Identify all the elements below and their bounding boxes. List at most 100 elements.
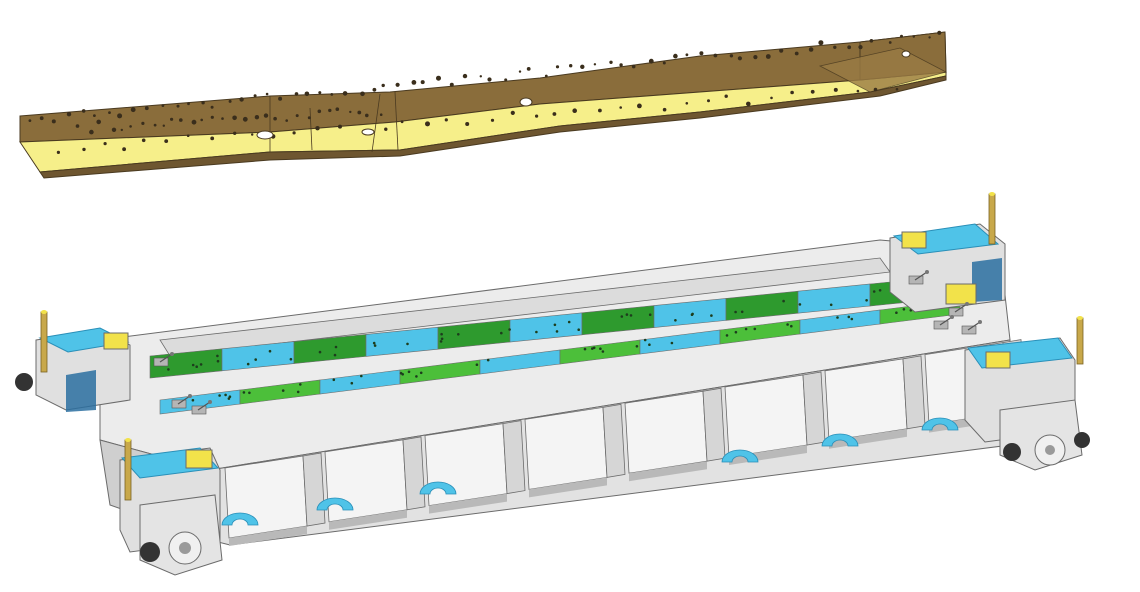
cutout-half-circle bbox=[419, 481, 457, 495]
rib-ledge bbox=[229, 526, 307, 546]
rail-hole bbox=[510, 110, 515, 115]
locating-pins bbox=[40, 192, 1084, 501]
cutout-half-circle bbox=[316, 497, 354, 511]
toggle-clamp bbox=[171, 394, 192, 409]
locating-pin bbox=[988, 193, 996, 245]
rail-hole bbox=[593, 63, 597, 66]
strip-hole bbox=[555, 330, 559, 333]
rail-hole bbox=[729, 54, 734, 58]
rail-hole bbox=[328, 108, 332, 113]
strip-hole bbox=[216, 359, 220, 363]
strip-hole bbox=[486, 358, 490, 362]
rib-ledge bbox=[629, 461, 707, 482]
cutout-half-circle bbox=[221, 512, 259, 526]
strip-hole bbox=[199, 363, 203, 366]
strip-hole bbox=[583, 347, 587, 351]
rail-hole bbox=[187, 102, 190, 106]
rail-hole bbox=[317, 109, 322, 114]
rail-hole bbox=[251, 133, 254, 136]
rail-hole bbox=[436, 75, 441, 81]
rail-hole bbox=[338, 124, 342, 129]
rail-hole bbox=[856, 89, 860, 93]
strip-hole bbox=[457, 333, 460, 336]
rail-hole bbox=[833, 87, 838, 92]
toggle-clamps bbox=[153, 270, 982, 415]
rail-hole bbox=[307, 116, 311, 120]
cutout-half-circle bbox=[721, 449, 759, 463]
pivot-left-back-pin bbox=[15, 373, 33, 391]
rail-hole bbox=[111, 127, 117, 132]
rail-hole bbox=[228, 99, 232, 103]
cutout-half-circle bbox=[921, 417, 959, 431]
rail-hole bbox=[191, 119, 197, 125]
rail-hole bbox=[555, 65, 560, 69]
strip-hole bbox=[895, 311, 898, 315]
rail-hole bbox=[117, 113, 123, 119]
rail-hole bbox=[330, 93, 334, 96]
strip-hole bbox=[577, 328, 580, 332]
rail-hole bbox=[713, 53, 718, 58]
strip-hole bbox=[599, 347, 602, 351]
rail-bottom-flange bbox=[39, 75, 947, 179]
strip-hole bbox=[553, 323, 557, 327]
rail-hole bbox=[365, 113, 369, 118]
strip-hole bbox=[753, 327, 757, 331]
rail-hole bbox=[254, 115, 260, 120]
rail-hole bbox=[162, 124, 165, 127]
rib-ledge bbox=[529, 477, 607, 498]
rib-pocket bbox=[624, 390, 708, 474]
rail-hole bbox=[487, 77, 492, 82]
strip-hole bbox=[625, 313, 629, 316]
rail-hole bbox=[304, 91, 310, 97]
rib-wall bbox=[602, 403, 626, 478]
rail-hole bbox=[569, 63, 573, 68]
rail-hole bbox=[770, 96, 773, 100]
strip-hole bbox=[475, 363, 479, 367]
strip-hole bbox=[372, 341, 376, 345]
strip-hole bbox=[847, 315, 851, 319]
strip-hole bbox=[191, 363, 195, 367]
rib-ledge bbox=[429, 493, 507, 514]
toggle-clamp bbox=[153, 352, 174, 367]
locating-pin bbox=[1076, 317, 1084, 365]
rail-hole bbox=[673, 53, 678, 59]
rail-hole bbox=[265, 92, 269, 96]
locating-pin-tip bbox=[1077, 316, 1083, 320]
rail-hole bbox=[818, 40, 824, 46]
rail-hole bbox=[685, 102, 689, 105]
rail-hole bbox=[858, 45, 863, 50]
rail-hole bbox=[75, 124, 80, 128]
rail-hole bbox=[285, 119, 289, 122]
rail-hole bbox=[707, 99, 710, 103]
rail-hole bbox=[66, 112, 72, 117]
rail-hole bbox=[685, 53, 689, 57]
rail-hole bbox=[122, 147, 126, 152]
strip-hole bbox=[350, 381, 354, 385]
rail-hole bbox=[51, 119, 56, 124]
sheet-metal-rail bbox=[19, 30, 948, 179]
rail-hole bbox=[928, 36, 931, 39]
rail-hole bbox=[210, 105, 214, 109]
strip-hole bbox=[878, 289, 882, 292]
rail-hole bbox=[233, 131, 237, 135]
rail-hole bbox=[81, 109, 86, 113]
rail-hole bbox=[449, 82, 454, 87]
rib-wall bbox=[702, 387, 726, 462]
rail-hole bbox=[186, 134, 190, 137]
rail-hole bbox=[420, 80, 425, 85]
strip-hole bbox=[415, 375, 418, 378]
rail-hole bbox=[609, 60, 613, 64]
rib-wall bbox=[902, 355, 926, 430]
rib-wall bbox=[302, 452, 326, 527]
strip-hole bbox=[786, 323, 789, 326]
strip-hole bbox=[333, 353, 337, 357]
strip-hole bbox=[407, 370, 411, 374]
rail-hole bbox=[201, 101, 205, 105]
strip-hole bbox=[535, 330, 538, 334]
rail-hole bbox=[263, 113, 269, 118]
locating-pin-tip bbox=[989, 192, 995, 196]
strip-hole bbox=[782, 299, 785, 303]
rail-hole bbox=[580, 64, 585, 70]
rail-hole bbox=[765, 54, 771, 59]
rail-hole bbox=[318, 91, 322, 95]
